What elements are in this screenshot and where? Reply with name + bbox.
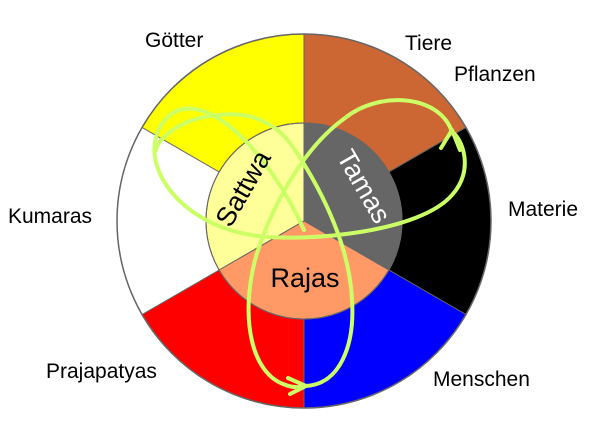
- outer-ring-border: [116, 33, 492, 409]
- label-materie: Materie: [508, 198, 578, 221]
- label-tiere: Tiere: [405, 32, 452, 55]
- label-pflanzen: Pflanzen: [454, 63, 536, 86]
- trefoil-cycle: [152, 98, 467, 396]
- trefoil-loop-rajas: [154, 112, 355, 388]
- label-menschen: Menschen: [433, 368, 530, 391]
- label-kumaras: Kumaras: [8, 205, 92, 228]
- trefoil-arrow-rajas: [286, 376, 308, 396]
- trefoil-loop-sattwa: [152, 106, 467, 240]
- label-goetter: Götter: [145, 29, 203, 52]
- trefoil-loop-tamas: [246, 98, 454, 390]
- trefoil-arrow-tamas: [439, 128, 462, 152]
- label-prajapatyas: Prajapatyas: [46, 360, 157, 383]
- guna-label-rajas: Rajas: [270, 263, 339, 293]
